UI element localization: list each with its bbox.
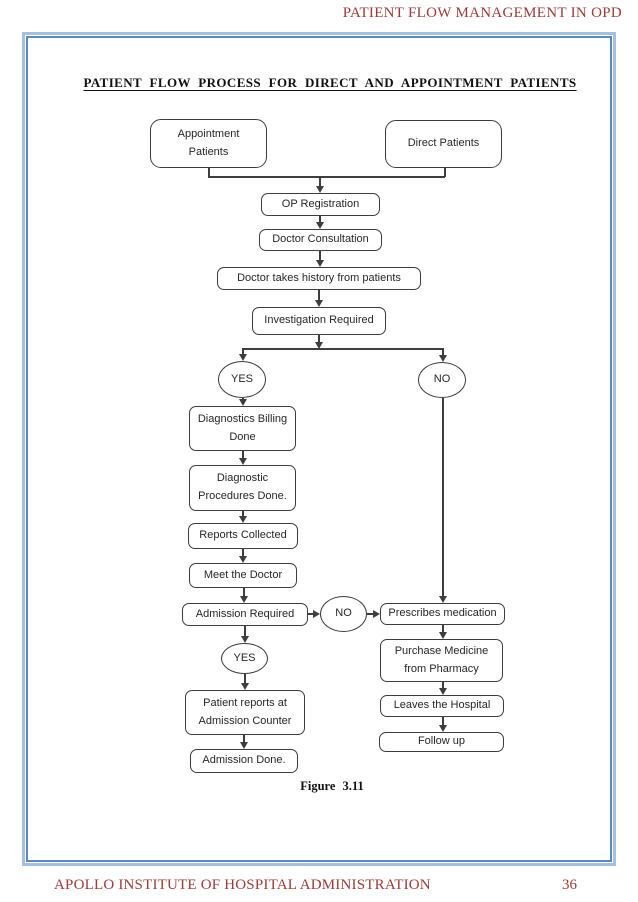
node-leaves-hospital: Leaves the Hospital: [380, 695, 504, 717]
arrowhead: [315, 300, 323, 307]
connector-line: [367, 613, 374, 615]
node-admission-no: NO: [320, 596, 367, 632]
arrowhead: [315, 342, 323, 349]
arrowhead: [239, 354, 247, 361]
arrowhead: [239, 458, 247, 465]
connector-line: [242, 451, 244, 459]
connector-line: [244, 674, 246, 684]
node-investigation-yes: YES: [218, 361, 266, 398]
node-purchase-medicine: Purchase Medicine from Pharmacy: [380, 639, 503, 682]
connector-line: [319, 251, 321, 261]
node-diagnostics-billing: Diagnostics Billing Done: [189, 406, 296, 451]
node-meet-doctor: Meet the Doctor: [189, 563, 297, 588]
arrowhead: [239, 556, 247, 563]
node-investigation-no: NO: [418, 362, 466, 398]
node-op-registration: OP Registration: [261, 193, 380, 216]
connector-line: [442, 625, 444, 633]
node-patient-reports: Patient reports at Admission Counter: [185, 690, 305, 735]
arrowhead: [439, 596, 447, 603]
node-appointment-patients: Appointment Patients: [150, 119, 267, 168]
arrowhead: [239, 399, 247, 406]
arrowhead: [316, 260, 324, 267]
node-admission-yes: YES: [221, 643, 268, 674]
flowchart-title: PATIENT FLOW PROCESS FOR DIRECT AND APPO…: [83, 75, 577, 90]
page-border-frame-inner: [26, 36, 612, 862]
connector-line: [242, 348, 244, 355]
node-doctor-history: Doctor takes history from patients: [217, 267, 421, 290]
node-prescribes-medication: Prescribes medication: [380, 603, 505, 625]
node-follow-up: Follow up: [379, 732, 504, 752]
node-reports-collected: Reports Collected: [188, 523, 298, 549]
footer-page-number: 36: [562, 877, 577, 893]
connector-line: [308, 613, 314, 615]
arrowhead: [439, 355, 447, 362]
arrowhead: [373, 610, 380, 618]
arrowhead: [316, 186, 324, 193]
connector-line: [242, 348, 443, 350]
connector-line: [442, 717, 444, 726]
connector-line: [442, 398, 444, 597]
figure-caption: Figure 3.11: [300, 779, 364, 793]
node-admission-done: Admission Done.: [190, 749, 298, 773]
footer-institute: APOLLO INSTITUTE OF HOSPITAL ADMINISTRAT…: [54, 877, 431, 893]
page-border-frame: [22, 32, 616, 866]
arrowhead: [240, 742, 248, 749]
connector-line: [318, 290, 320, 301]
connector-line: [442, 348, 444, 356]
arrowhead: [316, 222, 324, 229]
arrowhead: [239, 516, 247, 523]
connector-line: [243, 588, 245, 597]
connector-line: [244, 626, 246, 637]
arrowhead: [439, 632, 447, 639]
connector-line: [208, 168, 210, 177]
connector-line: [243, 735, 245, 743]
connector-line: [242, 511, 244, 517]
node-direct-patients: Direct Patients: [385, 120, 502, 168]
arrowhead: [313, 610, 320, 618]
node-doctor-consultation: Doctor Consultation: [259, 229, 382, 251]
page-header-title: PATIENT FLOW MANAGEMENT IN OPD: [342, 5, 622, 21]
connector-line: [442, 682, 444, 689]
node-investigation-required: Investigation Required: [252, 307, 386, 335]
connector-line: [319, 176, 321, 187]
arrowhead: [439, 725, 447, 732]
arrowhead: [241, 636, 249, 643]
arrowhead: [240, 596, 248, 603]
connector-line: [444, 168, 446, 177]
connector-line: [208, 176, 445, 178]
node-admission-required: Admission Required: [182, 603, 308, 626]
connector-line: [318, 335, 320, 344]
node-diagnostic-procedures: Diagnostic Procedures Done.: [189, 465, 296, 511]
connector-line: [242, 549, 244, 557]
arrowhead: [439, 688, 447, 695]
arrowhead: [241, 683, 249, 690]
connector-line: [319, 216, 321, 223]
